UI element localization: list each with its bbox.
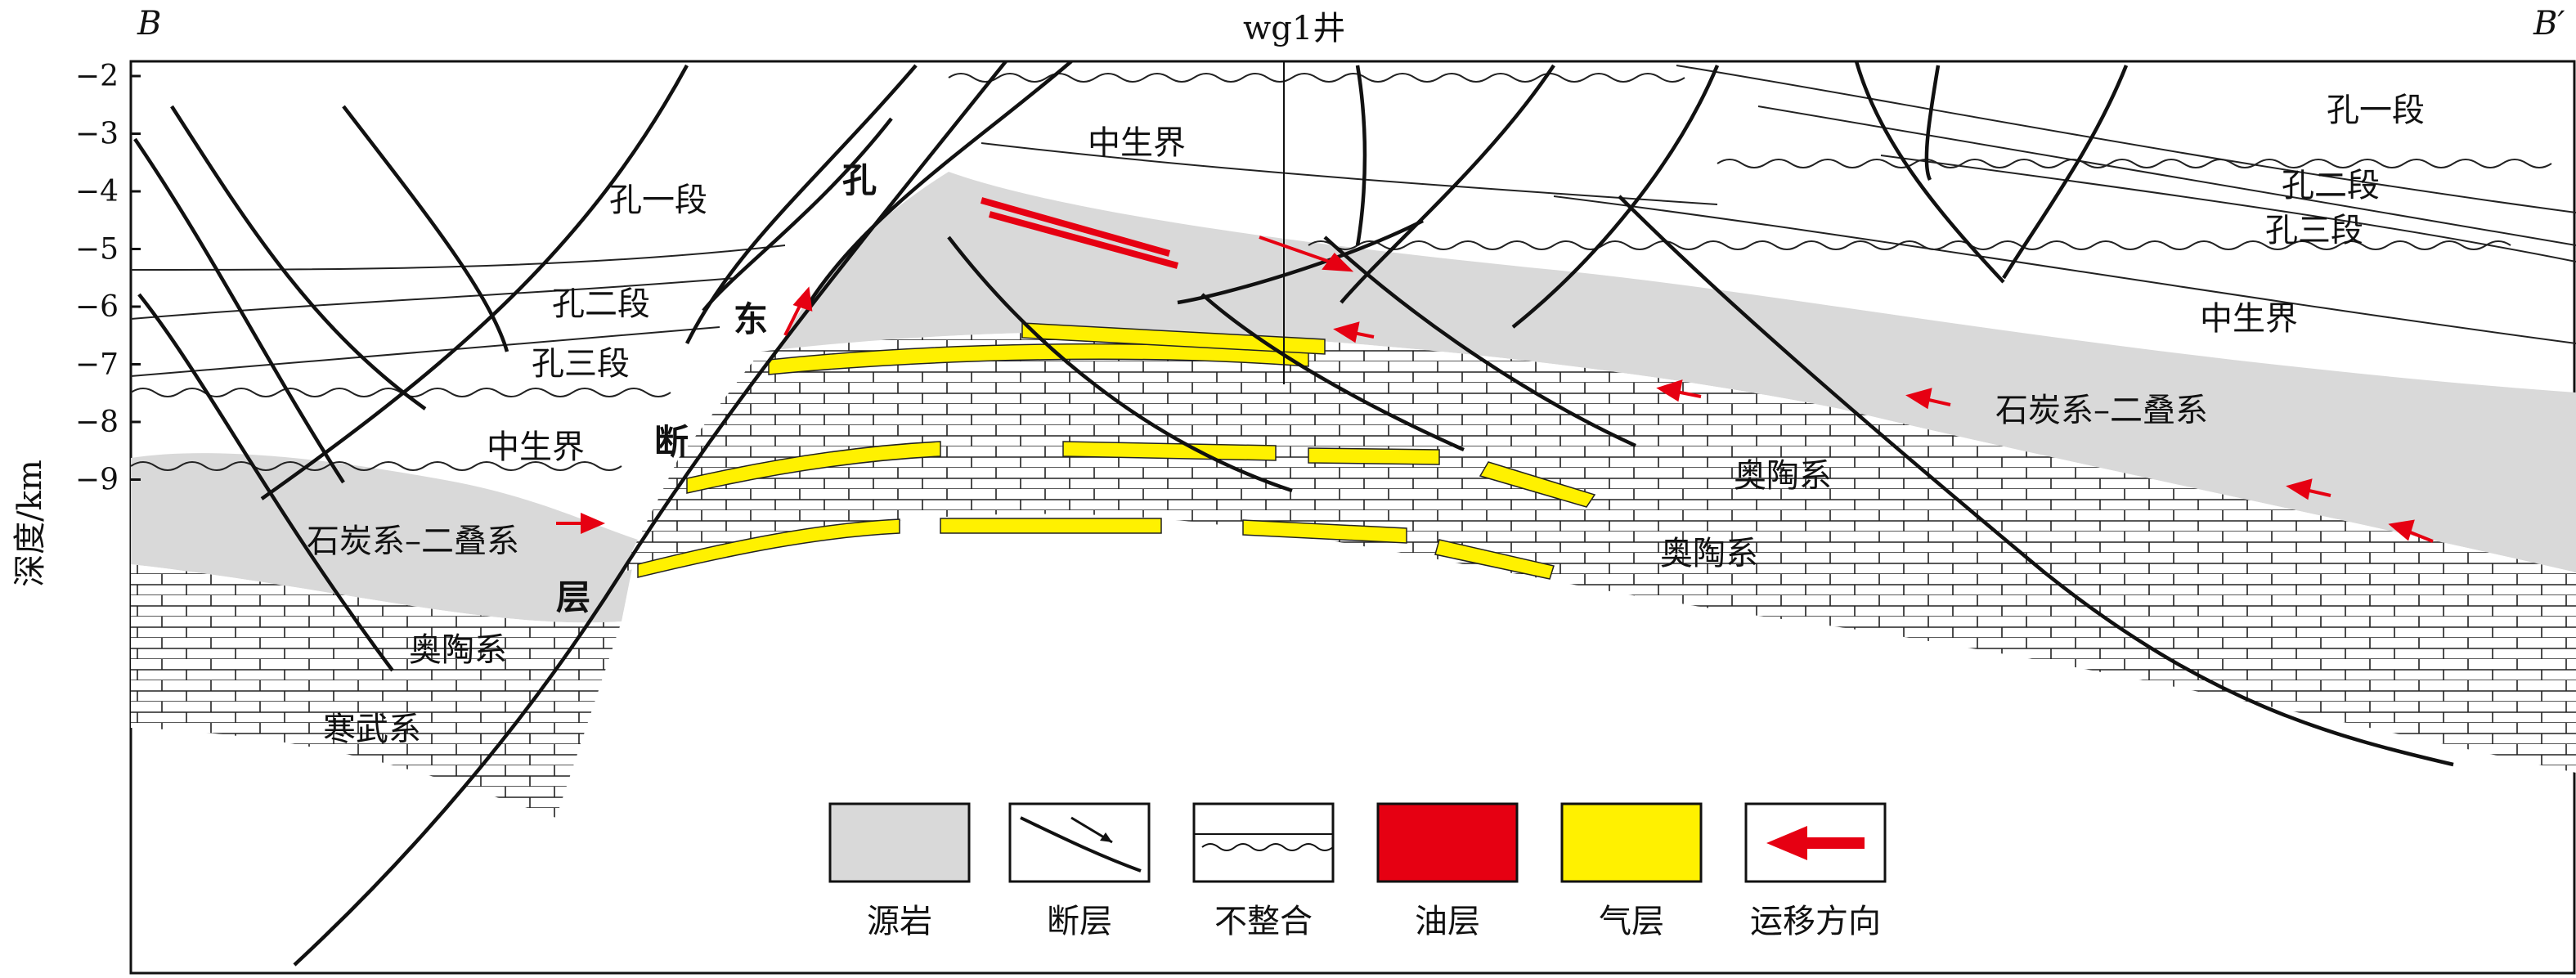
- migration-arrows: [556, 236, 2434, 543]
- depth-tick-label: −5: [75, 233, 119, 267]
- legend-swatch-migration-arrow: [1744, 802, 1887, 883]
- horizon-lines: [131, 65, 2576, 377]
- unit-kong2-left: 孔二段: [552, 285, 650, 323]
- unit-mesozoic-left: 中生界: [487, 428, 585, 466]
- y-axis-label: 深度/km: [11, 460, 49, 587]
- unit-kong2-right: 孔二段: [2282, 167, 2380, 204]
- legend-label-gas-layer: 气层: [1599, 903, 1664, 940]
- well-label: wg1井: [1243, 10, 1345, 47]
- legend-swatch-source-rock: [828, 802, 971, 883]
- unit-cambrian-left: 寒武系: [323, 711, 421, 748]
- depth-tick-label: −6: [75, 290, 119, 324]
- fault-lines: [133, 61, 2454, 967]
- unit-carb-perm-left: 石炭系–二叠系: [307, 523, 519, 560]
- unit-kong3-right: 孔三段: [2265, 212, 2363, 249]
- source-rock-upper: [777, 172, 2576, 572]
- depth-axis: −2 −3 −4 −5 −6 −7 −8 −9: [75, 60, 141, 497]
- legend: 源岩 断层 不整合 油层 气层 运移方向: [828, 802, 1887, 940]
- legend-label-unconformity: 不整合: [1214, 903, 1313, 940]
- section-start-label: B: [137, 5, 161, 43]
- unit-mesozoic-top: 中生界: [1088, 124, 1186, 162]
- legend-swatch-fault: [1008, 802, 1151, 883]
- legend-label-oil-layer: 油层: [1415, 903, 1480, 940]
- legend-label-fault: 断层: [1047, 903, 1112, 940]
- legend-swatch-gas-layer: [1560, 802, 1703, 883]
- unit-kong3-left: 孔三段: [532, 345, 630, 383]
- depth-tick-label: −8: [75, 406, 119, 439]
- oil-layers: [980, 197, 1179, 269]
- depth-tick-label: −4: [75, 175, 119, 209]
- unit-mesozoic-right: 中生界: [2200, 300, 2298, 338]
- unit-carb-perm-right: 石炭系–二叠系: [1995, 392, 2208, 429]
- fault-name-char-3: 断: [654, 422, 689, 462]
- depth-tick-label: −2: [75, 60, 119, 93]
- gas-layers: [637, 322, 1596, 580]
- fault-name-char-2: 东: [734, 299, 768, 339]
- legend-label-source-rock: 源岩: [867, 903, 932, 940]
- legend-swatch-unconformity: [1192, 802, 1335, 883]
- depth-tick-label: −3: [75, 118, 119, 151]
- unit-kong1-right: 孔一段: [2327, 92, 2425, 129]
- carbonate-strata-left: [131, 564, 622, 818]
- fault-name-char-4: 层: [556, 577, 590, 617]
- source-rock-lower: [131, 453, 638, 623]
- unit-ordovician-mid: 奥陶系: [1734, 457, 1832, 495]
- fault-name-char-1: 孔: [842, 160, 877, 200]
- legend-swatch-oil-layer: [1376, 802, 1519, 883]
- unit-ordovician-left: 奥陶系: [409, 631, 507, 669]
- unit-ordovician-low: 奥陶系: [1660, 535, 1758, 572]
- unit-kong1-left: 孔一段: [609, 182, 707, 219]
- depth-tick-label: −7: [75, 348, 119, 382]
- section-end-label: B′: [2533, 5, 2565, 43]
- depth-tick-label: −9: [75, 464, 119, 497]
- legend-label-migration-arrow: 运移方向: [1750, 903, 1881, 940]
